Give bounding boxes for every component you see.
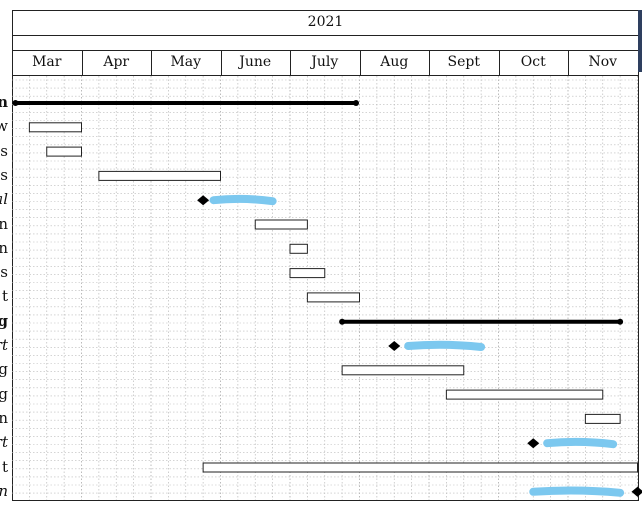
month-separator <box>151 50 152 75</box>
task-label-fragment: w <box>0 117 8 136</box>
task-bar <box>28 122 82 133</box>
month-separator <box>220 50 222 75</box>
task-label-fragment: g <box>0 384 8 403</box>
task-label-fragment: n <box>0 408 8 427</box>
task-label-fragment: n <box>0 483 8 499</box>
task-bar <box>306 292 360 303</box>
header-line-2 <box>12 50 639 51</box>
summary-bar-end <box>353 100 360 106</box>
year-label: 2021 <box>307 14 344 30</box>
task-label-fragment: g <box>0 360 8 379</box>
month-separator <box>359 50 361 75</box>
month-label-apr: Apr <box>103 54 130 70</box>
task-bar <box>46 146 82 157</box>
summary-bar-end <box>12 100 19 106</box>
month-label-may: May <box>170 54 202 70</box>
month-label-july: July <box>311 54 339 70</box>
task-bar <box>289 243 308 254</box>
window-edge-strip <box>638 10 642 72</box>
task-bar <box>584 413 621 424</box>
task-label-fragment: rt <box>0 336 8 354</box>
month-separator <box>498 50 500 75</box>
task-label-fragment: rt <box>0 433 8 452</box>
highlight-mark <box>209 194 277 206</box>
task-bar <box>445 389 604 400</box>
month-label-sept: Sept <box>447 54 480 70</box>
task-label-fragment: n <box>0 214 8 233</box>
month-separator <box>81 50 83 75</box>
task-bar <box>202 462 638 473</box>
header-line-1 <box>12 35 639 36</box>
task-label-fragment: s <box>0 263 8 282</box>
highlight-mark <box>404 340 486 351</box>
task-label-fragment: s <box>0 141 8 160</box>
header-line-3 <box>12 75 639 76</box>
month-label-nov: Nov <box>588 54 618 70</box>
month-label-june: June <box>239 54 272 70</box>
task-bar <box>254 219 308 230</box>
task-label-fragment: al <box>0 190 8 209</box>
month-separator <box>568 50 569 75</box>
milestone-diamond <box>197 195 210 206</box>
month-separator <box>429 50 430 75</box>
task-label-fragment: s <box>0 165 8 184</box>
summary-bar-end <box>339 318 346 325</box>
month-label-mar: Mar <box>32 54 62 70</box>
task-label-fragment: t <box>1 287 8 306</box>
task-label-fragment: g <box>0 311 8 330</box>
milestone-diamond <box>388 341 401 351</box>
task-label-fragment: t <box>1 457 8 476</box>
task-bar <box>98 170 221 181</box>
month-separator <box>290 50 291 75</box>
month-label-aug: Aug <box>380 54 409 70</box>
task-label-fragment: n <box>0 93 8 111</box>
month-label-oct: Oct <box>520 54 546 70</box>
milestone-diamond <box>527 438 540 449</box>
milestone-diamond <box>631 486 642 497</box>
task-bar <box>289 268 326 279</box>
highlight-mark <box>543 437 618 449</box>
summary-bar-end <box>617 318 624 325</box>
task-bar <box>341 365 465 376</box>
task-label-fragment: n <box>0 238 8 257</box>
highlight-mark <box>529 486 625 497</box>
